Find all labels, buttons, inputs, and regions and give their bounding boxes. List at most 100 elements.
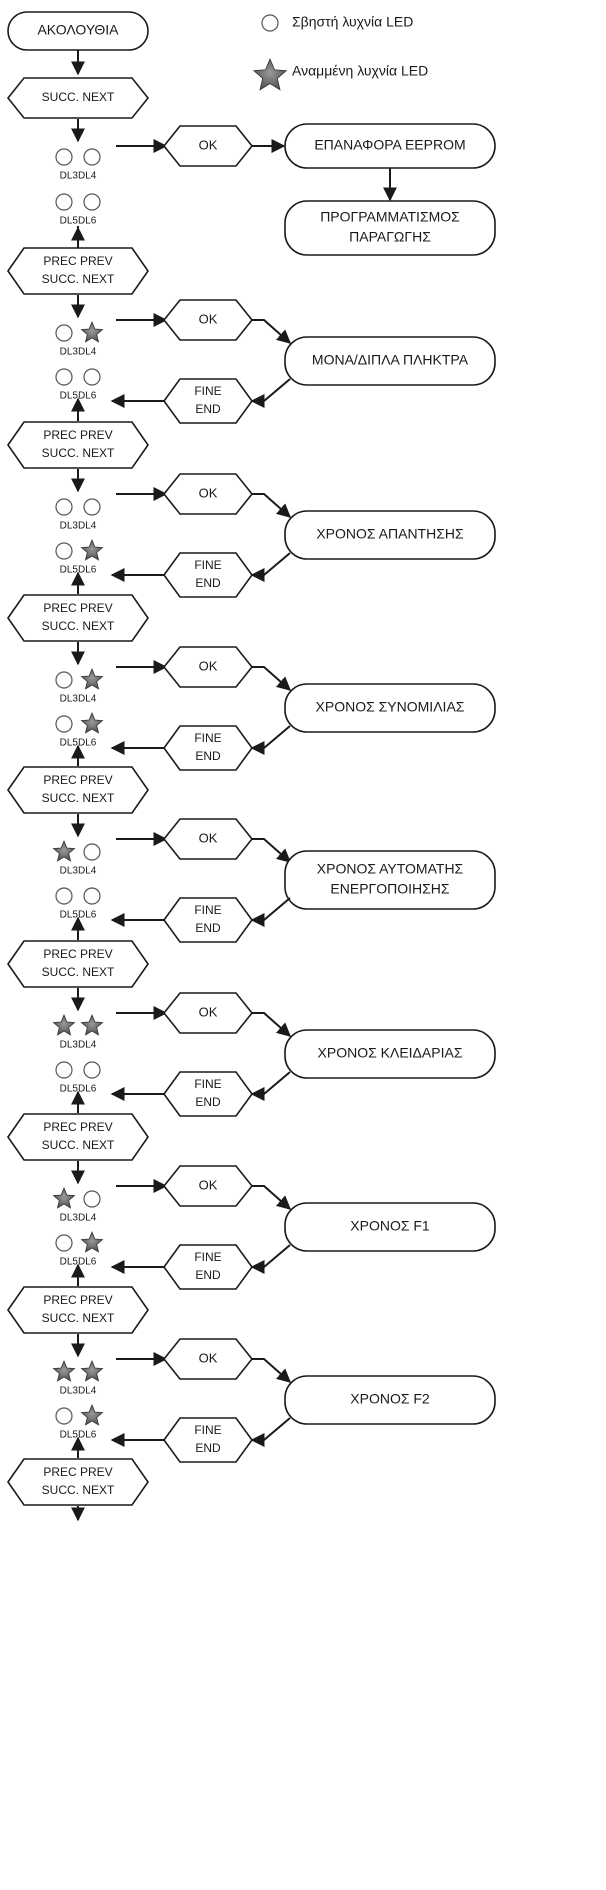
nav-button-2[interactable] [7,421,149,469]
step8-led-label-bottom: DL5DL6 [60,1430,97,1441]
step8-ok-label: OK [199,1350,218,1365]
step7-dl4-off-circle [83,1190,101,1208]
nav-button-6-line1: PREC PREV [43,1120,112,1134]
step2-fine-line1: FINE [194,384,221,398]
step6-fine-line2: END [195,1095,221,1109]
step3-led-label-bottom: DL5DL6 [60,565,97,576]
step2-ok-label: OK [199,311,218,326]
step2-function-box[interactable] [284,336,496,386]
step6-arrow-ok-to-function [252,1012,292,1037]
step8-fine-end-button[interactable] [163,1417,253,1463]
step5-arrow-function-to-fine [250,897,291,927]
step3-fine-line2: END [195,576,221,590]
step1-next-function-line1: ΠΡΟΓΡΑΜΜΑΤΙΣΜΟΣ [320,209,460,225]
nav-button-7-line1: PREC PREV [43,1293,112,1307]
step2-dl6-off-circle [83,368,101,386]
step3-ok-label: OK [199,485,218,500]
step3-dl6-on-star [80,538,104,561]
step5-function-box[interactable] [284,850,496,910]
step8-function-box[interactable] [284,1375,496,1425]
step5-dl3-on-star [52,839,76,862]
step3-function-box[interactable] [284,510,496,560]
nav-button-1-line1: PREC PREV [43,254,112,268]
nav-button-8-line2: SUCC. NEXT [42,1483,115,1497]
step8-led-label-top: DL3DL4 [60,1386,97,1397]
step2-arrow-function-to-fine [250,378,291,408]
step3-led-label-top: DL3DL4 [60,521,97,532]
step6-dl6-off-circle [83,1061,101,1079]
nav-button-5-line2: SUCC. NEXT [42,965,115,979]
step6-led-label-bottom: DL5DL6 [60,1084,97,1095]
nav-button-3-line2: SUCC. NEXT [42,619,115,633]
step1-ok-label: OK [199,137,218,152]
nav-button-5-line1: PREC PREV [43,947,112,961]
step3-function-label: ΧΡΟΝΟΣ ΑΠΑΝΤΗΣΗΣ [316,526,464,542]
step3-fine-line1: FINE [194,558,221,572]
step2-led-label-top: DL3DL4 [60,347,97,358]
step4-fine-end-button[interactable] [163,725,253,771]
step8-dl3-on-star [52,1359,76,1382]
step7-function-box[interactable] [284,1202,496,1252]
step1-next-function-box[interactable] [284,200,496,256]
step8-fine-line1: FINE [194,1423,221,1437]
nav-button-3[interactable] [7,594,149,642]
step5-dl4-off-circle [83,843,101,861]
step7-fine-line2: END [195,1268,221,1282]
step3-dl5-off-circle [55,542,73,560]
start-next-button[interactable] [6,77,150,119]
step5-function-line1: ΧΡΟΝΟΣ ΑΥΤΟΜΑΤΗΣ [317,861,464,877]
step8-dl5-off-circle [55,1407,73,1425]
step3-dl4-off-circle [83,498,101,516]
nav-button-8[interactable] [7,1458,149,1506]
step7-fine-line1: FINE [194,1250,221,1264]
step5-ok-label: OK [199,830,218,845]
step2-led-label-bottom: DL5DL6 [60,391,97,402]
title-text: ΑΚΟΛΟΥΘΙΑ [37,22,119,38]
step6-fine-end-button[interactable] [163,1071,253,1117]
step7-function-label: ΧΡΟΝΟΣ F1 [350,1218,430,1234]
nav-button-4-line2: SUCC. NEXT [42,791,115,805]
nav-button-8-line1: PREC PREV [43,1465,112,1479]
step1-dl6-off-circle [83,193,101,211]
step4-arrow-function-to-fine [250,725,291,755]
step2-fine-end-button[interactable] [163,378,253,424]
step2-fine-line2: END [195,402,221,416]
step2-dl5-off-circle [55,368,73,386]
legend-off-label: Σβηστή λυχνία LED [292,14,413,30]
nav-button-2-line1: PREC PREV [43,428,112,442]
step6-function-box[interactable] [284,1029,496,1079]
step5-dl6-off-circle [83,887,101,905]
step4-fine-line1: FINE [194,731,221,745]
step3-fine-end-button[interactable] [163,552,253,598]
step6-function-label: ΧΡΟΝΟΣ ΚΛΕΙΔΑΡΙΑΣ [318,1045,463,1061]
step6-dl5-off-circle [55,1061,73,1079]
step7-led-label-top: DL3DL4 [60,1213,97,1224]
nav-button-7-line2: SUCC. NEXT [42,1311,115,1325]
step3-arrow-ok-to-function [252,493,292,518]
step2-dl4-on-star [80,320,104,343]
step5-fine-line2: END [195,921,221,935]
legend-on-label: Αναμμένη λυχνία LED [292,63,428,79]
nav-button-4[interactable] [7,766,149,814]
step7-dl6-on-star [80,1230,104,1253]
nav-button-7[interactable] [7,1286,149,1334]
step7-arrow-function-to-fine [250,1244,291,1274]
step4-function-box[interactable] [284,683,496,733]
step5-arrow-ok-to-function [252,838,292,863]
step7-fine-end-button[interactable] [163,1244,253,1290]
nav-button-1-line2: SUCC. NEXT [42,272,115,286]
step7-dl5-off-circle [55,1234,73,1252]
nav-button-5[interactable] [7,940,149,988]
step1-led-label-bottom: DL5DL6 [60,216,97,227]
nav-button-2-line2: SUCC. NEXT [42,446,115,460]
step1-function-label: ΕΠΑΝΑΦΟΡΑ EEPROM [314,137,465,153]
step8-fine-line2: END [195,1441,221,1455]
step4-dl4-on-star [80,667,104,690]
legend-on-icon [252,57,288,91]
step5-fine-end-button[interactable] [163,897,253,943]
nav-button-1[interactable] [7,247,149,295]
step6-fine-line1: FINE [194,1077,221,1091]
nav-button-6[interactable] [7,1113,149,1161]
step6-ok-label: OK [199,1004,218,1019]
